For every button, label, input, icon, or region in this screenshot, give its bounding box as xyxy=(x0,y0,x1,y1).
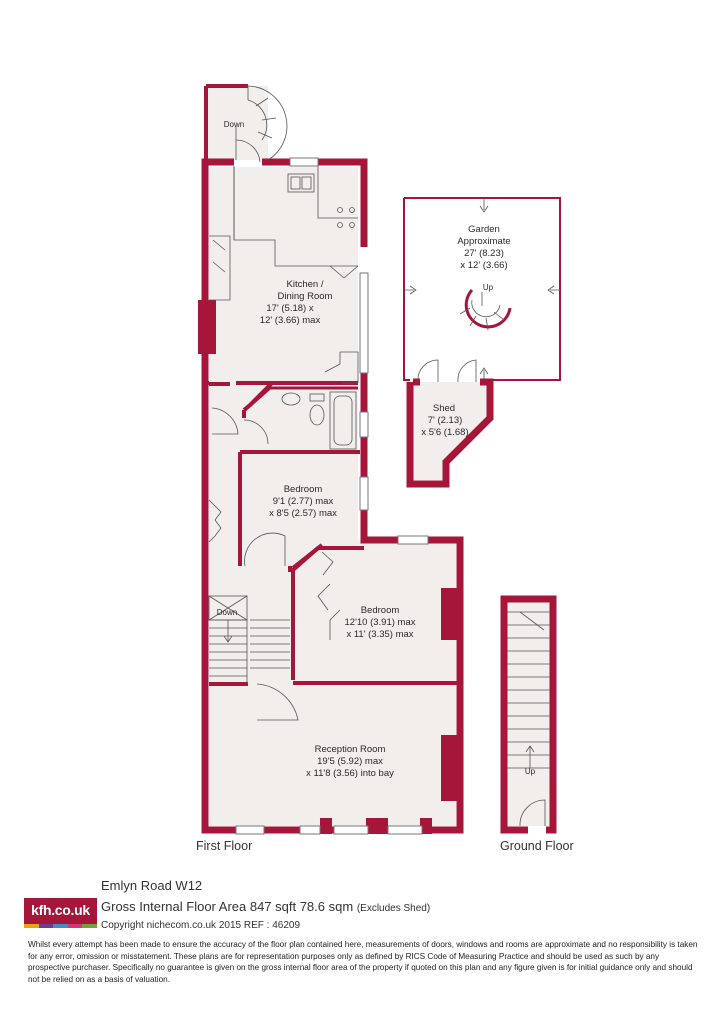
logo-bar-1 xyxy=(24,924,39,928)
windows xyxy=(235,157,429,835)
reception-name: Reception Room xyxy=(314,744,386,755)
landing-down-label: Down xyxy=(216,608,238,617)
ground-floor-walls xyxy=(500,595,557,834)
garden-stair xyxy=(464,288,512,329)
first-floor-label: First Floor xyxy=(196,839,253,853)
floor-fill xyxy=(206,86,550,826)
logo-bar-2 xyxy=(38,924,54,928)
balcony-walls xyxy=(204,84,248,160)
garden-arrows xyxy=(404,198,560,380)
shed-name: Shed xyxy=(432,403,456,414)
ground-floor-stairs xyxy=(507,611,550,827)
bedroom2-dims: 12'10 (3.91) max x 11' (3.35) max xyxy=(344,617,416,640)
logo-bar-4 xyxy=(67,924,83,928)
kitchen-name: Kitchen / Dining Room xyxy=(277,279,333,302)
floor-area: Gross Internal Floor Area 847 sqft 78.6 … xyxy=(101,899,430,914)
bay-walls xyxy=(198,300,457,834)
copyright: Copyright nichecom.co.uk 2015 REF : 4620… xyxy=(101,920,300,931)
logo-bar-3 xyxy=(53,924,68,928)
balcony-stair xyxy=(235,85,288,163)
floor-area-note: (Excludes Shed) xyxy=(356,903,431,914)
landing-stairs xyxy=(208,595,290,684)
garden-stair-treads xyxy=(459,292,505,331)
disclaimer: Whilst every attempt has been made to en… xyxy=(28,940,698,984)
property-address: Emlyn Road W12 xyxy=(101,878,203,893)
kitchen-fittings xyxy=(209,166,359,384)
garden-boundary xyxy=(403,197,561,381)
ground-up-label: Up xyxy=(524,767,536,776)
bedroom-doors xyxy=(208,499,341,721)
kfh-logo[interactable]: kfh.co.uk xyxy=(24,898,97,928)
stair-down-label: Down xyxy=(223,120,245,129)
garden-up-label: Up xyxy=(482,283,494,292)
floor-area-main: Gross Internal Floor Area 847 sqft 78.6 … xyxy=(101,899,354,914)
shed-doors xyxy=(417,359,477,383)
shed-walls xyxy=(406,378,494,488)
bedroom1-name: Bedroom xyxy=(283,484,323,495)
floor-plan xyxy=(198,84,561,835)
bedroom1-dims: 9'1 (2.77) max x 8'5 (2.57) max xyxy=(269,496,337,519)
interior-walls xyxy=(206,381,460,686)
ground-floor-label: Ground Floor xyxy=(500,839,574,853)
bedroom2-name: Bedroom xyxy=(360,605,400,616)
garden-dims: 27' (8.23) x 12' (3.66) xyxy=(460,248,508,271)
logo-text: kfh.co.uk xyxy=(31,902,90,918)
bathroom-fittings xyxy=(211,391,357,450)
reception-dims: 19'5 (5.92) max x 11'8 (3.56) into bay xyxy=(306,756,394,779)
shed-dims: 7' (2.13) x 5'6 (1.68) xyxy=(421,415,469,438)
logo-color-bar xyxy=(24,924,97,928)
garden-name: Garden Approximate xyxy=(457,224,511,247)
kitchen-dims: 17' (5.18) x 12' (3.66) max xyxy=(259,303,321,326)
logo-bar-5 xyxy=(82,924,97,928)
bathroom-walls xyxy=(244,382,358,412)
